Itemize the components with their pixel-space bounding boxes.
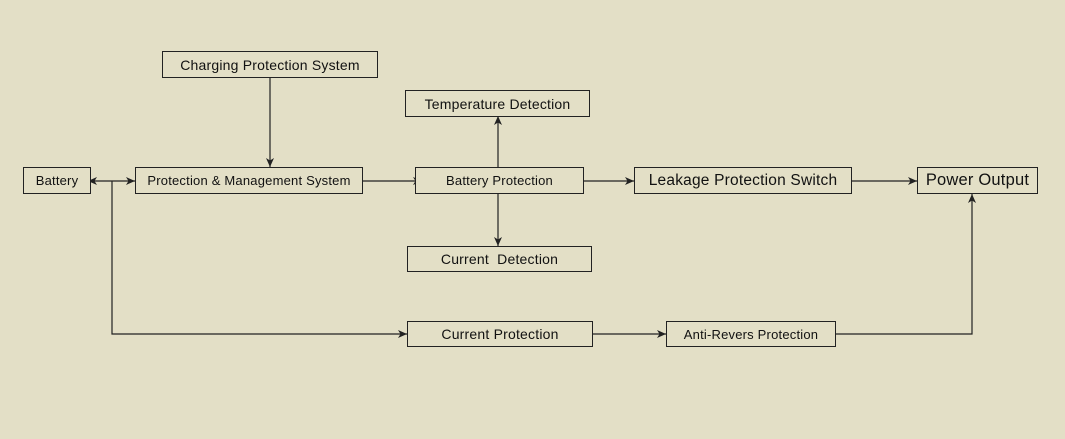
arrow-anti-revers-to-power-output — [835, 194, 976, 335]
anti-revers-protection-box: Anti-Revers Protection — [666, 321, 836, 347]
battery-protection-box: Battery Protection — [415, 167, 584, 194]
arrow-battery-branch-to-current-protection — [111, 181, 407, 338]
battery-box: Battery — [23, 167, 91, 194]
current-protection-box: Current Protection — [407, 321, 593, 347]
protection-management-system-box: Protection & Management System — [135, 167, 363, 194]
current-detection-box: Current Detection — [407, 246, 592, 272]
charging-protection-system-box: Charging Protection System — [162, 51, 378, 78]
temperature-detection-box: Temperature Detection — [405, 90, 590, 117]
power-output-box: Power Output — [917, 167, 1038, 194]
leakage-protection-switch-box: Leakage Protection Switch — [634, 167, 852, 194]
